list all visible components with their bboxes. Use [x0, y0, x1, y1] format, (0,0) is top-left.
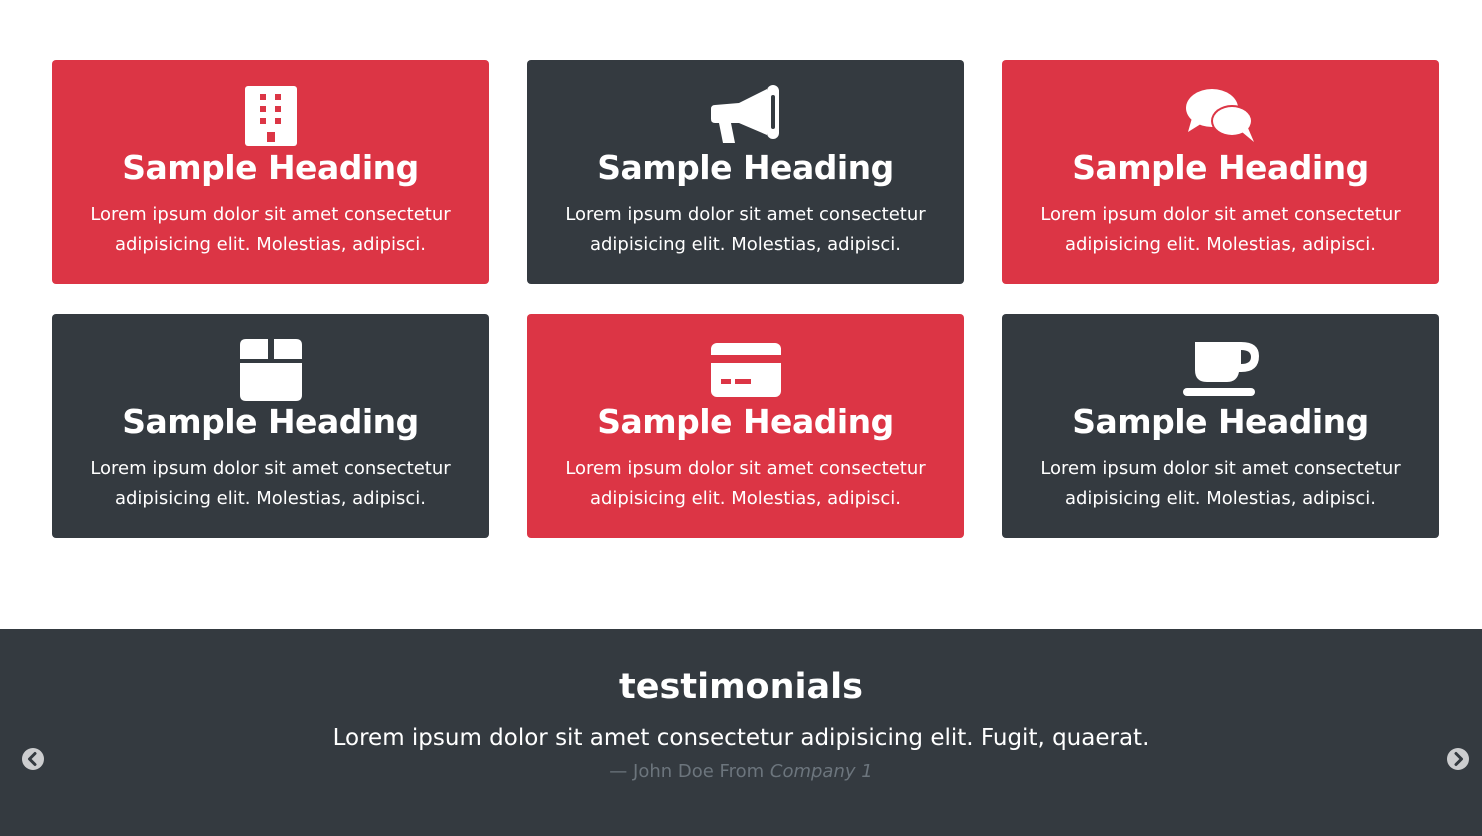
card-text: Lorem ipsum dolor sit amet consectetur a…	[1040, 204, 1401, 255]
chevron-right-circle-icon	[1447, 748, 1469, 770]
feature-card: Sample Heading Lorem ipsum dolor sit ame…	[52, 60, 489, 284]
citation-author: — John Doe From	[609, 761, 770, 782]
card-heading: Sample Heading	[597, 148, 894, 187]
credit-card-icon	[527, 338, 964, 402]
card-text: Lorem ipsum dolor sit amet consectetur a…	[90, 458, 451, 509]
card-text: Lorem ipsum dolor sit amet consectetur a…	[1040, 458, 1401, 509]
feature-card: Sample Heading Lorem ipsum dolor sit ame…	[52, 314, 489, 538]
card-heading: Sample Heading	[122, 148, 419, 187]
box-icon	[52, 338, 489, 402]
testimonials-section: testimonials Lorem ipsum dolor sit amet …	[0, 629, 1482, 836]
card-text: Lorem ipsum dolor sit amet consectetur a…	[565, 204, 926, 255]
testimonial-citation: — John Doe From Company 1	[0, 759, 1482, 785]
building-icon	[52, 84, 489, 148]
card-heading: Sample Heading	[1072, 148, 1369, 187]
card-heading: Sample Heading	[597, 402, 894, 441]
feature-card: Sample Heading Lorem ipsum dolor sit ame…	[527, 314, 964, 538]
carousel-prev-button[interactable]	[21, 747, 45, 771]
card-text: Lorem ipsum dolor sit amet consectetur a…	[90, 204, 451, 255]
feature-card: Sample Heading Lorem ipsum dolor sit ame…	[1002, 314, 1439, 538]
feature-card: Sample Heading Lorem ipsum dolor sit ame…	[1002, 60, 1439, 284]
card-text: Lorem ipsum dolor sit amet consectetur a…	[565, 458, 926, 509]
chevron-left-circle-icon	[22, 748, 44, 770]
testimonial-quote: Lorem ipsum dolor sit amet consectetur a…	[332, 725, 1150, 751]
card-heading: Sample Heading	[122, 402, 419, 441]
comments-icon	[1002, 84, 1439, 148]
feature-card: Sample Heading Lorem ipsum dolor sit ame…	[527, 60, 964, 284]
card-heading: Sample Heading	[1072, 402, 1369, 441]
carousel-next-button[interactable]	[1446, 747, 1470, 771]
coffee-icon	[1002, 338, 1439, 402]
testimonials-title: testimonials	[619, 667, 863, 707]
citation-company: Company 1	[769, 761, 873, 782]
bullhorn-icon	[527, 84, 964, 148]
